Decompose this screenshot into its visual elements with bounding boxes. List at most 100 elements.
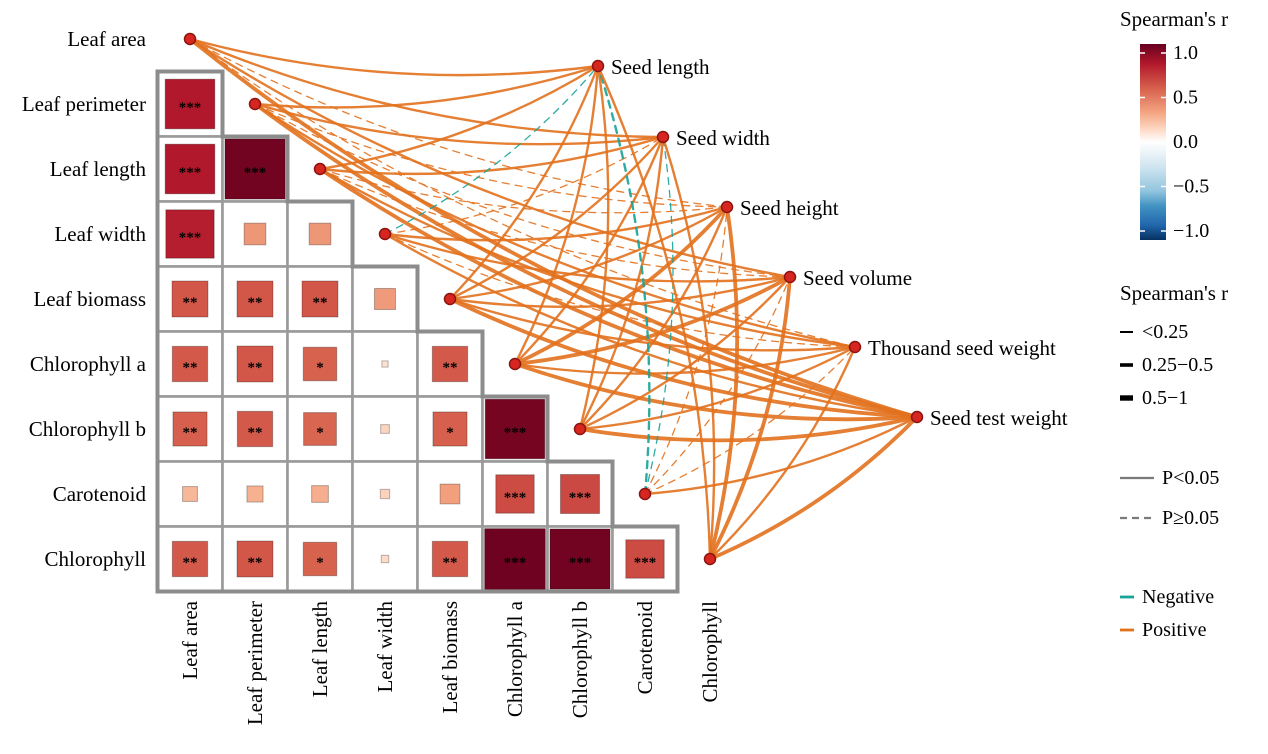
correlation-square [224, 138, 286, 200]
correlation-edge [253, 102, 857, 349]
matrix-column-label: Leaf width [373, 601, 397, 693]
correlation-square [379, 488, 391, 500]
significance-stars: * [316, 360, 324, 376]
correlation-edge [318, 64, 600, 171]
correlation-square [380, 424, 390, 434]
colorbar-tick-label: 1.0 [1173, 42, 1198, 64]
colorbar-tick-label: −0.5 [1173, 176, 1209, 198]
significance-stars: * [316, 425, 324, 441]
significance-stars: *** [569, 490, 592, 506]
correlation-edge [513, 64, 600, 366]
significance-stars: *** [634, 555, 657, 571]
correlation-edge [253, 64, 600, 109]
significance-stars: ** [183, 360, 198, 376]
matrix-row-label: Carotenoid [53, 482, 147, 506]
matrix-column-label: Leaf biomass [438, 601, 462, 714]
correlation-edge [644, 206, 728, 495]
correlation-edge [644, 276, 791, 495]
correlation-square [182, 486, 198, 502]
significance-stars: ** [248, 555, 263, 571]
correlation-square [301, 280, 339, 318]
trait-node [313, 162, 327, 176]
trait-node [183, 32, 197, 46]
correlation-edge [578, 135, 665, 431]
correlation-edge [319, 168, 791, 278]
correlation-edge [189, 38, 856, 348]
correlation-square [236, 345, 274, 383]
ptype-legend-label: P<0.05 [1162, 467, 1219, 489]
seed-trait-node [656, 130, 670, 144]
matrix-row-label: Chlorophyll b [29, 417, 146, 441]
correlation-edge [318, 135, 665, 176]
correlation-edge [578, 275, 792, 431]
colorbar-tick-label: −1.0 [1173, 220, 1209, 242]
seed-trait-node [720, 200, 734, 214]
significance-stars: ** [443, 555, 458, 571]
correlation-edge [383, 232, 792, 283]
correlation-square [164, 143, 216, 195]
correlation-edge [448, 135, 665, 301]
correlation-edge [596, 64, 712, 561]
seed-trait-label: Seed test weight [930, 406, 1068, 430]
correlation-square [302, 346, 338, 382]
significance-stars: *** [504, 425, 527, 441]
correlation-edge [319, 168, 728, 214]
correlation-edge [596, 64, 651, 496]
matrix-column-label: Chlorophyll b [568, 601, 592, 718]
network-edges [188, 37, 919, 561]
significance-stars: ** [183, 555, 198, 571]
correlation-edge [383, 205, 729, 242]
significance-stars: ** [313, 295, 328, 311]
correlation-square [373, 287, 397, 311]
correlation-square [431, 540, 469, 578]
matrix-row-label: Chlorophyll [44, 547, 146, 571]
matrix-column-label: Leaf area [178, 600, 202, 679]
correlation-square [172, 411, 208, 447]
correlation-square [308, 222, 332, 246]
correlation-edge [513, 135, 665, 366]
colorbar-tick-label: 0.0 [1173, 131, 1198, 153]
ptype-legend-label: P≥0.05 [1162, 507, 1219, 529]
correlation-edge [578, 64, 610, 431]
trait-node [703, 552, 717, 566]
seed-trait-label: Thousand seed weight [868, 336, 1056, 360]
correlation-matrix: ****************************************… [155, 69, 680, 594]
significance-stars: *** [179, 165, 202, 181]
correlation-square [165, 209, 215, 259]
correlation-edge [578, 205, 729, 431]
correlation-square [484, 398, 546, 460]
significance-stars: * [446, 425, 454, 441]
correlation-square [171, 280, 209, 318]
matrix-outline [155, 69, 680, 594]
matrix-row-label: Leaf width [54, 222, 146, 246]
correlation-square [432, 411, 468, 447]
correlation-square [381, 360, 389, 368]
correlation-edge [448, 64, 600, 301]
matrix-row-label: Leaf area [67, 27, 146, 51]
correlation-edge [254, 103, 728, 208]
correlation-edge [578, 415, 919, 443]
correlation-edge [643, 415, 919, 496]
correlation-square [303, 412, 337, 446]
significance-stars: ** [443, 360, 458, 376]
correlation-edge [188, 37, 665, 139]
correlation-square [625, 539, 665, 579]
linewidth-legend-label: 0.5−1 [1142, 387, 1188, 409]
seed-trait-label: Seed length [611, 55, 710, 79]
matrix-column-label: Chlorophyll a [503, 600, 527, 717]
correlation-square [164, 78, 216, 130]
matrix-column-label: Carotenoid [633, 601, 657, 695]
correlation-edge [708, 205, 740, 561]
correlation-edge [318, 167, 857, 349]
significance-stars: ** [248, 425, 263, 441]
correlation-square [439, 483, 461, 505]
correlation-edge [448, 297, 919, 419]
significance-stars: ** [183, 295, 198, 311]
correlation-square [246, 485, 264, 503]
correlation-edge [254, 103, 791, 278]
colorbar-title: Spearman's r [1120, 7, 1228, 31]
correlation-edge [448, 297, 857, 352]
